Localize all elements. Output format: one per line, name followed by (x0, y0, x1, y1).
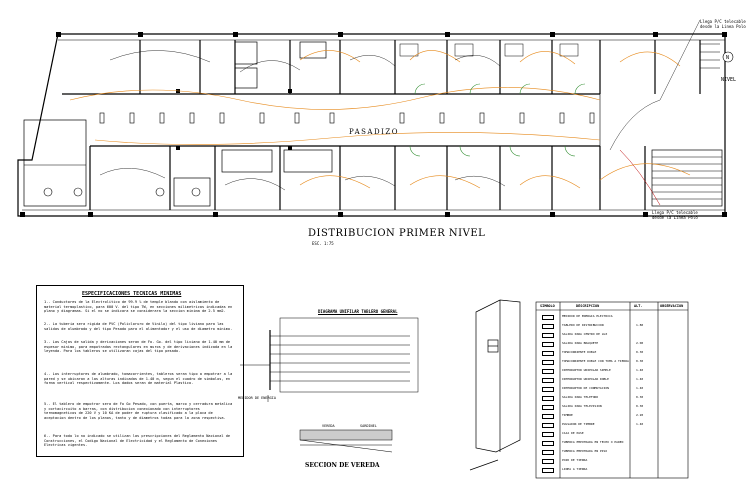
legend-header-observation: OBSERVACION (660, 304, 684, 308)
legend-symbol-icon (542, 423, 554, 428)
spec-item: 5.- El tablero de empotrar sera de Fo Go… (44, 402, 233, 420)
legend-symbol-icon (542, 351, 554, 356)
legend-symbol-icon (542, 360, 554, 365)
legend-symbol-icon (542, 414, 554, 419)
section-label-sardinel: SARDINEL (360, 424, 377, 428)
legend-description: PULSADOR DE TIMBRE (562, 422, 595, 426)
note-bottom-line-2: desde la Linea Polo (652, 215, 698, 220)
corridor-label: PASADIZO (349, 128, 399, 136)
legend-height: 0.30 (636, 404, 644, 408)
legend-height: 1.80 (636, 323, 644, 327)
legend-description: TOMACORRIENTE DOBLE (562, 350, 597, 354)
legend-symbol-icon (542, 333, 554, 338)
legend-description: SALIDA PARA BRAQUETE (562, 341, 599, 345)
plan-scale: ESC. 1:75 (312, 241, 334, 246)
legend-description: TIMBRE (562, 413, 573, 417)
legend-symbol-icon (542, 378, 554, 383)
legend-symbol-icon (542, 342, 554, 347)
note-bottom-line-1: Llega P/C telecable (652, 210, 698, 215)
spec-item: 4.- Los interruptores de alumbrado, toma… (44, 372, 233, 386)
single-line-diagram-title: DIAGRAMA UNIFILAR TABLERO GENERAL (318, 309, 398, 314)
legend-header-description: DESCRIPCION (576, 304, 600, 308)
specifications-title: ESPECIFICACIONES TECNICAS MINIMAS (82, 291, 182, 297)
legend-description: INTERRUPTOR UNIPOLAR DOBLE (562, 377, 609, 381)
legend-height: 2.20 (636, 413, 644, 417)
legend-description: MEDIDOR DE ENERGIA ELECTRICA (562, 314, 613, 318)
spec-item: 1.- Conductores de la Electrolitico de 9… (44, 300, 233, 314)
legend-description: SALIDA PARA TELEVISION (562, 404, 602, 408)
legend-header-height: ALT. (634, 304, 643, 308)
legend-height: 0.30 (636, 359, 644, 363)
legend-height: 1.40 (636, 368, 644, 372)
legend-height: 0.30 (636, 350, 644, 354)
legend-symbol-icon (542, 432, 554, 437)
legend-symbol-icon (542, 324, 554, 329)
legend-symbol-icon (542, 441, 554, 446)
section-title: SECCION DE VEREDA (305, 462, 380, 469)
north-arrow-icon (722, 51, 734, 63)
legend-symbol-icon (542, 405, 554, 410)
section-label-vereda: VEREDA (322, 424, 335, 428)
legend-symbol-icon (542, 387, 554, 392)
legend-height: 1.40 (636, 377, 644, 381)
note-top-line-1: Llega P/C telecable (700, 19, 746, 24)
legend-description: LINEA A TIERRA (562, 467, 588, 471)
legend-symbol-icon (542, 369, 554, 374)
plan-title: DISTRIBUCION PRIMER NIVEL (308, 228, 486, 239)
legend-symbol-icon (542, 396, 554, 401)
legend-symbol-icon (542, 468, 554, 473)
legend-description: SALIDA PARA TELEFONO (562, 395, 599, 399)
spec-item: 6.- Para todo lo no indicado se utilizan… (44, 434, 231, 448)
legend-header-symbol: SIMBOLO (540, 304, 555, 308)
legend-height: 2.00 (636, 341, 644, 345)
legend-description: CAJA DE PASE (562, 431, 584, 435)
legend-description: TABLERO DE DISTRIBUCION (562, 323, 604, 327)
spec-item: 2.- La tuberia sera rigida de PVC (Polic… (44, 322, 233, 331)
legend-description: INTERRUPTOR DE CONMUTACION (562, 386, 609, 390)
legend-description: INTERRUPTOR UNIPOLAR SIMPLE (562, 368, 611, 372)
legend-height: 1.40 (636, 422, 644, 426)
legend-symbol-icon (542, 459, 554, 464)
legend-description: TUBERIA EMPOTRADA EN TECHO O PARED (562, 440, 624, 444)
building-outline (17, 33, 726, 217)
legend-description: POZO DE TIERRA (562, 458, 588, 462)
specifications-box (36, 285, 244, 457)
legend-description: TUBERIA EMPOTRADA EN PISO (562, 449, 608, 453)
note-top: Llega P/C telecable desde la Linea Polo (700, 19, 746, 29)
svg-text:N: N (726, 55, 729, 61)
meter-label: MEDIDOR DE ENERGIA (238, 396, 276, 400)
note-top-line-2: desde la Linea Polo (700, 24, 746, 29)
legend-table: SIMBOLO DESCRIPCION ALT. OBSERVACION MED… (536, 302, 688, 478)
note-bottom: Llega P/C telecable desde la Linea Polo (652, 210, 698, 220)
legend-height: 1.40 (636, 386, 644, 390)
level-label: NIVEL (721, 77, 737, 83)
legend-symbol-icon (542, 450, 554, 455)
legend-height: 0.30 (636, 395, 644, 399)
spec-item: 3.- Las Cajas de salida y derivaciones s… (44, 340, 233, 354)
legend-description: TOMACORRIENTE DOBLE CON TOMA A TIERRA (562, 359, 629, 363)
legend-description: SALIDA PARA CENTRO DE LUZ (562, 332, 608, 336)
legend-symbol-icon (542, 315, 554, 320)
